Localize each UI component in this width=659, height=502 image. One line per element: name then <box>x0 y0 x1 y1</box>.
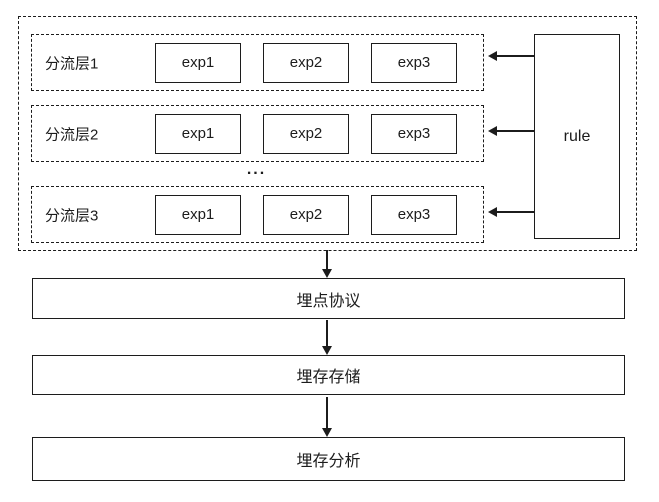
more-layers-ellipsis: ... <box>246 161 267 178</box>
traffic-layer-1-label: 分流层1 <box>45 55 99 72</box>
exp-box: exp3 <box>371 42 457 83</box>
traffic-layer-3-label: 分流层3 <box>45 207 99 224</box>
exp-box: exp2 <box>263 194 349 235</box>
arrow-rule-to-layer-1-icon <box>488 51 534 61</box>
exp-box: exp1 <box>155 113 241 154</box>
arrow-rule-to-layer-2-icon <box>488 126 534 136</box>
pipeline-box-tracking-protocol: 埋点协议 <box>32 278 625 319</box>
exp-box: exp3 <box>371 113 457 154</box>
traffic-layer-row-1: 分流层1 exp1 exp2 exp3 <box>31 34 484 91</box>
pipeline-box-tracking-storage: 埋存存储 <box>32 355 625 395</box>
traffic-layer-2-label: 分流层2 <box>45 126 99 143</box>
arrow-storage-to-analysis-icon <box>322 397 332 437</box>
exp-box: exp1 <box>155 42 241 83</box>
arrow-rule-to-layer-3-icon <box>488 207 534 217</box>
rule-box: rule <box>534 34 620 239</box>
exp-box: exp1 <box>155 194 241 235</box>
exp-box: exp2 <box>263 42 349 83</box>
traffic-layer-row-3: 分流层3 exp1 exp2 exp3 <box>31 186 484 243</box>
arrow-protocol-to-storage-icon <box>322 320 332 355</box>
experiment-system-container: 分流层1 exp1 exp2 exp3 分流层2 exp1 exp2 exp3 … <box>18 16 637 251</box>
traffic-layer-row-2: 分流层2 exp1 exp2 exp3 <box>31 105 484 162</box>
exp-box: exp2 <box>263 113 349 154</box>
pipeline-box-tracking-analysis: 埋存分析 <box>32 437 625 481</box>
exp-box: exp3 <box>371 194 457 235</box>
arrow-layers-to-protocol-icon <box>322 250 332 278</box>
